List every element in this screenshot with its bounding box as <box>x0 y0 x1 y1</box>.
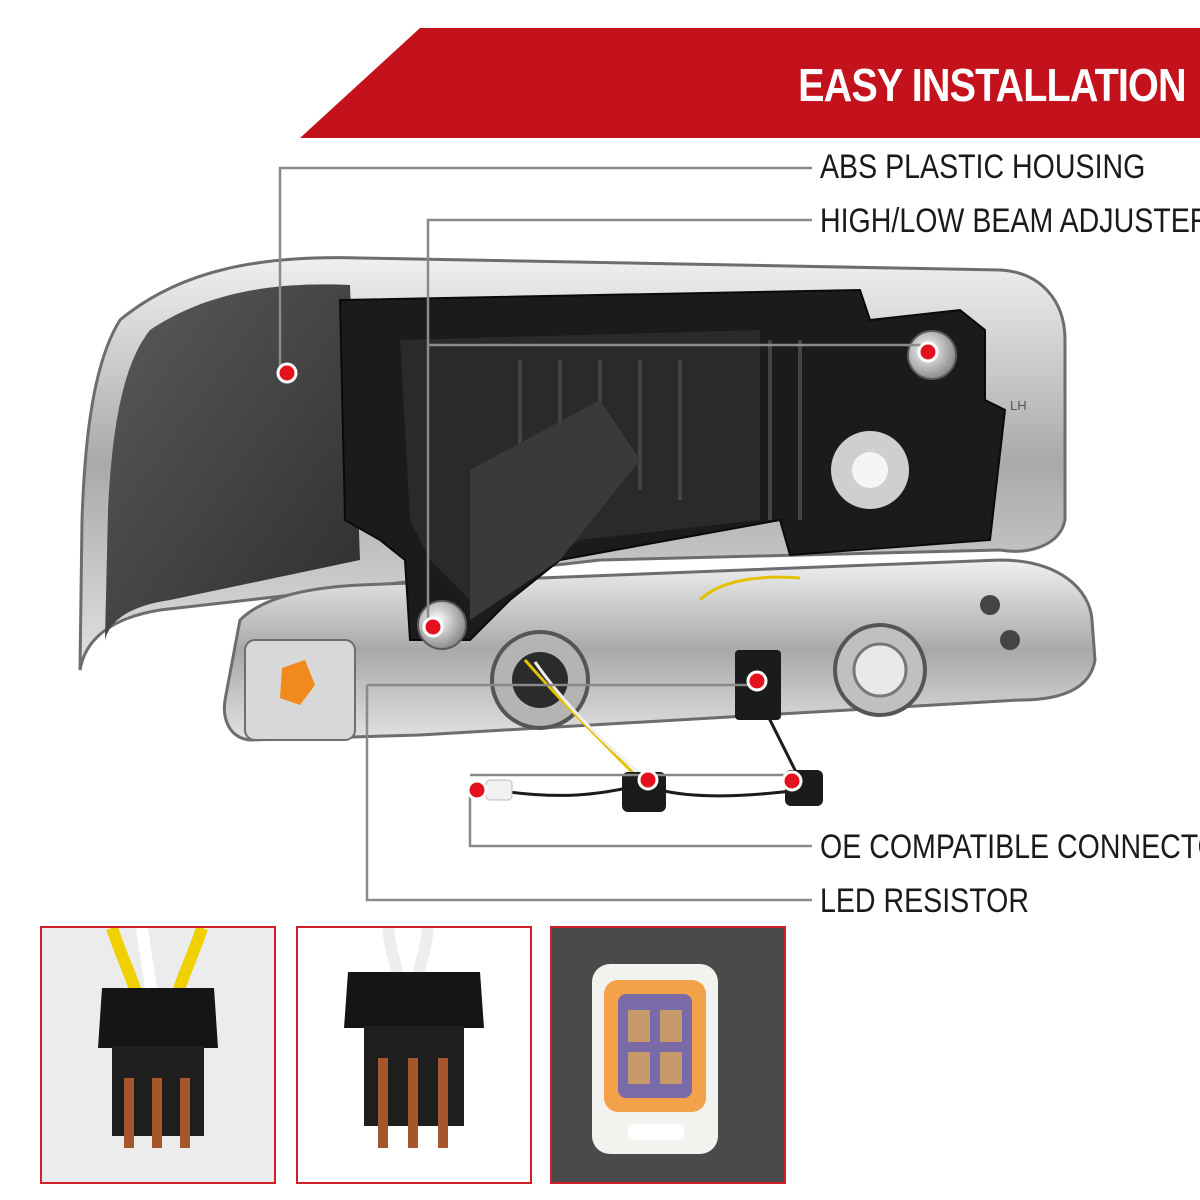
bulb-socket-connector-icon <box>298 928 530 1182</box>
resistor-plug-icon <box>552 928 784 1182</box>
marker-led-resistor <box>746 670 768 692</box>
callout-markers <box>276 341 939 801</box>
marker-connector-2 <box>637 769 659 791</box>
marker-adjuster-bottom <box>422 616 444 638</box>
thumbnail-connector-wired <box>40 926 276 1184</box>
marker-connector-1 <box>466 779 488 801</box>
title-banner <box>300 28 1200 138</box>
callout-beam-adjusters: HIGH/LOW BEAM ADJUSTERS <box>820 202 1200 240</box>
banner-title: EASY INSTALLATION <box>798 59 1186 111</box>
callout-oe-connectors: OE COMPATIBLE CONNECTORS <box>820 828 1200 866</box>
bulb-socket-connector-icon <box>42 928 274 1182</box>
headlight-product-image: LH <box>78 166 1097 902</box>
callout-leader-lines <box>278 166 928 902</box>
callout-abs-housing: ABS PLASTIC HOUSING <box>820 148 1146 186</box>
banner-shape <box>300 28 1200 138</box>
callout-led-resistor: LED RESISTOR <box>820 882 1029 920</box>
marker-abs-housing <box>276 362 298 384</box>
amber-reflector <box>280 660 315 705</box>
wire-terminal-small <box>485 779 513 801</box>
marker-adjuster-top <box>917 341 939 363</box>
thumbnail-resistor-plug <box>550 926 786 1184</box>
marker-connector-3 <box>781 770 803 792</box>
housing-marking: LH <box>1010 398 1027 413</box>
thumbnail-connector-side <box>296 926 532 1184</box>
